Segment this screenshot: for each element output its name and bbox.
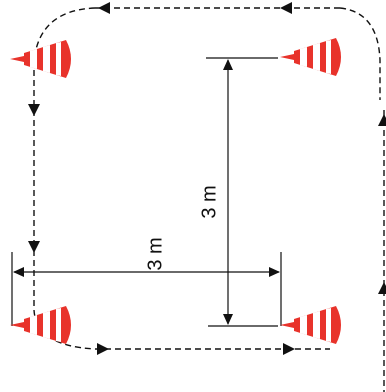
path-arrow-left-lower [28, 241, 40, 253]
path-arrow-right-upper [378, 114, 386, 126]
path-top-right-curve [339, 7, 381, 100]
horizontal-dimension-label: 3 m [144, 237, 166, 270]
path-arrow-right-lower [378, 282, 386, 294]
cone-top-right-icon [280, 38, 341, 76]
path-arrow-left-upper [28, 104, 40, 116]
horizontal-dimension: 3 m [11, 237, 282, 326]
cone-top-left-icon [10, 40, 71, 78]
path-arrow-bottom-left [97, 343, 109, 355]
vertical-dimension-label: 3 m [198, 185, 220, 218]
path-arrow-bottom-right [283, 343, 295, 355]
path-top-left-curve [33, 7, 96, 61]
vertical-dimension: 3 m [198, 57, 278, 327]
cone-bottom-left-icon [10, 306, 71, 344]
path-arrow-top-right [280, 2, 292, 14]
cone-bottom-right-icon [280, 306, 341, 344]
path-arrow-top-left [98, 2, 110, 14]
